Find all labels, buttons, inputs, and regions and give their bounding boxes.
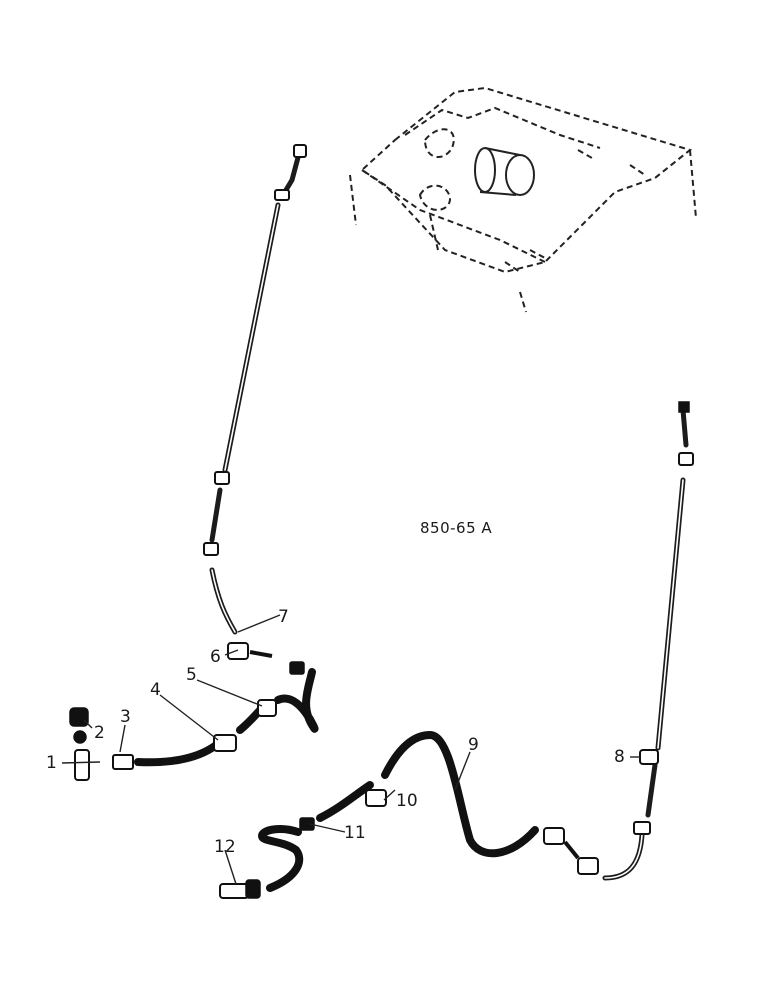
valve-1 <box>74 749 90 781</box>
callout-10: 10 <box>396 791 418 811</box>
platform-frame-outline <box>349 86 697 313</box>
callout-11: 11 <box>344 823 366 843</box>
callout-5: 5 <box>186 665 197 685</box>
callout-7: 7 <box>278 607 289 627</box>
callout-6: 6 <box>210 647 221 667</box>
tube-clip <box>678 452 694 466</box>
tube-clip <box>214 471 230 485</box>
tube-clip <box>274 189 290 201</box>
clip-lower <box>633 821 651 835</box>
clip-8 <box>639 749 659 765</box>
clamp-10 <box>365 789 387 807</box>
hoses <box>134 668 539 892</box>
motor-cylinder <box>474 147 535 196</box>
fitting-6 <box>227 642 249 660</box>
left-rigid-tube <box>203 144 307 635</box>
leader-lines <box>61 614 640 885</box>
nut-2 <box>73 730 87 744</box>
callout-labels: 1 2 3 4 5 6 7 8 9 10 11 12 <box>46 607 625 857</box>
clamp-4 <box>213 734 237 752</box>
fittings <box>69 642 659 899</box>
drawing-reference-code: 850-65 A <box>420 519 492 537</box>
callout-12: 12 <box>214 837 236 857</box>
right-rigid-tube <box>602 401 694 881</box>
clamp-5 <box>257 699 277 717</box>
fitting-12-nut <box>245 879 261 899</box>
callout-8: 8 <box>614 747 625 767</box>
fitting-12 <box>219 883 249 899</box>
tube-connector <box>577 857 599 875</box>
callout-3: 3 <box>120 707 131 727</box>
tube-end-fitting <box>293 144 307 158</box>
tube-clip <box>203 542 219 556</box>
hose-connector <box>543 827 565 845</box>
tube-end-fitting <box>678 401 690 413</box>
fitting-3 <box>112 754 134 770</box>
callout-2: 2 <box>94 723 105 743</box>
callout-1: 1 <box>46 753 57 773</box>
callout-4: 4 <box>150 680 161 700</box>
cap-2 <box>69 707 89 727</box>
callout-9: 9 <box>468 735 479 755</box>
fitting-11 <box>299 817 315 831</box>
elbow-fitting <box>289 661 305 675</box>
